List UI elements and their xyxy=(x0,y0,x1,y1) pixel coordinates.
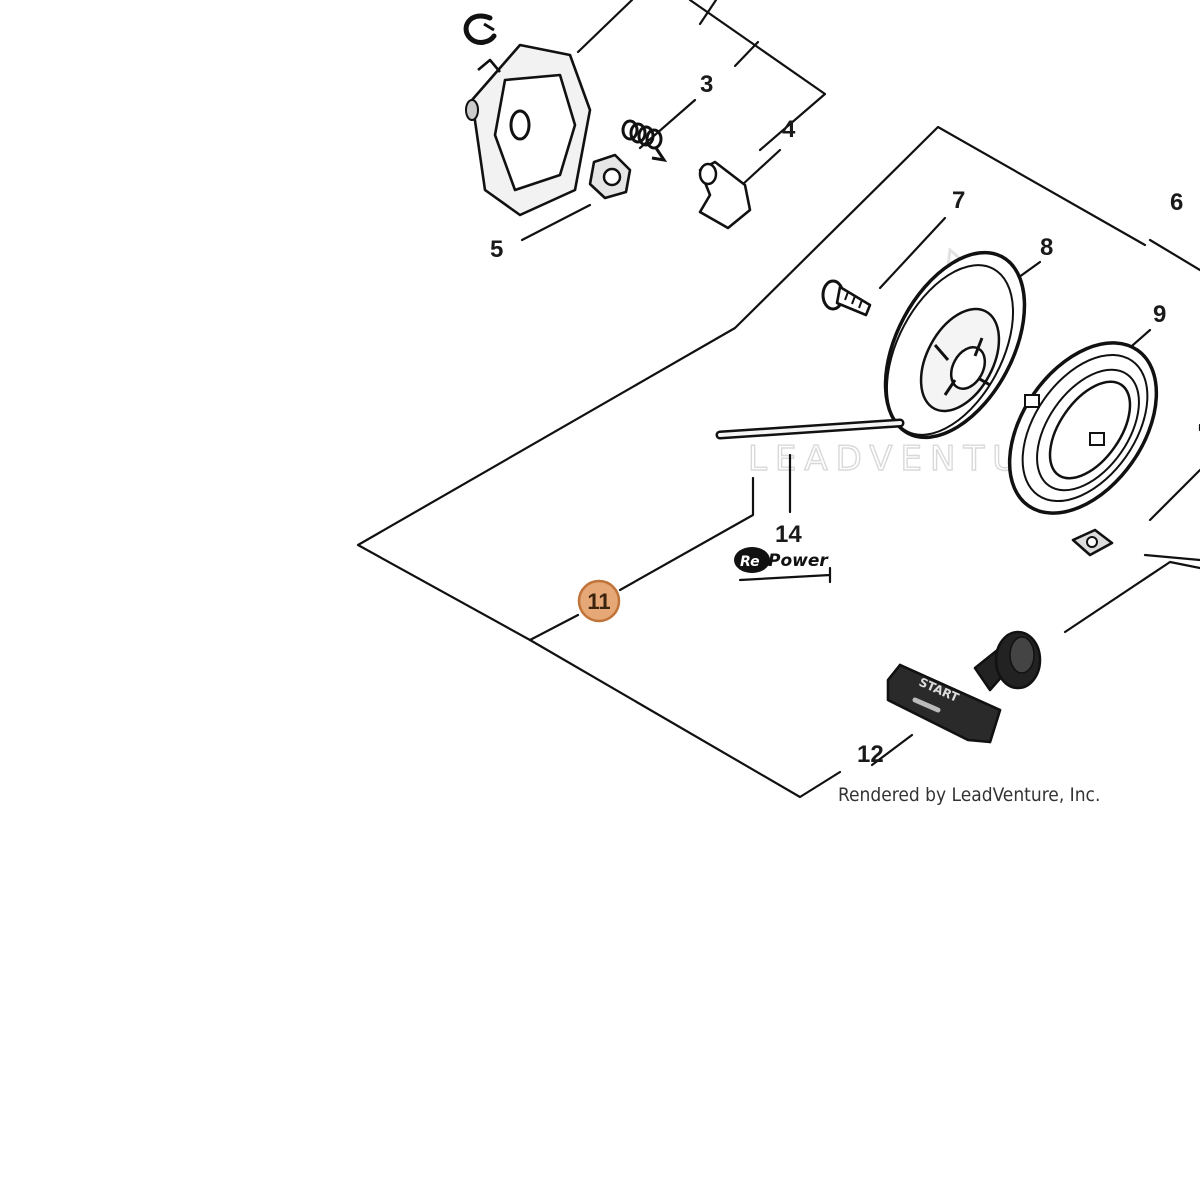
callout-5: 5 xyxy=(490,236,503,263)
credit-text: Rendered by LeadVenture, Inc. xyxy=(838,784,1100,806)
recoil-spring-icon xyxy=(1007,341,1159,515)
callout-3: 3 xyxy=(700,71,713,98)
callout-4: 4 xyxy=(782,116,796,143)
starter-rope-icon xyxy=(715,418,905,440)
starter-pulley-icon xyxy=(465,43,592,217)
pawl-icon xyxy=(698,160,752,230)
callout-11: 11 xyxy=(587,589,610,614)
brand-re-text: Re xyxy=(740,554,760,570)
brand-power-text: Power xyxy=(768,551,829,571)
repower-logo: Re Power xyxy=(734,547,829,573)
callout-6: 6 xyxy=(1170,189,1183,216)
spring-icon xyxy=(621,119,668,163)
snap-ring-icon xyxy=(463,13,497,45)
parts: START Re Power xyxy=(463,13,1159,744)
rope-reel-icon xyxy=(883,250,1027,440)
callout-9: 9 xyxy=(1153,301,1166,328)
callout-7: 7 xyxy=(952,187,965,214)
callout-12: 12 xyxy=(857,741,884,768)
callouts: 3 4 5 6 7 8 9 11 12 14 xyxy=(490,71,1183,768)
callout-14: 14 xyxy=(775,521,802,548)
hex-nut-icon xyxy=(588,153,632,200)
callout-8: 8 xyxy=(1040,234,1053,261)
start-handle-icon: START xyxy=(886,630,1042,744)
screw-icon xyxy=(821,279,872,317)
highlight-circle xyxy=(577,579,621,623)
square-nut-icon xyxy=(1071,528,1114,557)
callout-11-highlight[interactable]: 11 xyxy=(577,579,621,623)
assembly-brackets xyxy=(356,0,1200,799)
